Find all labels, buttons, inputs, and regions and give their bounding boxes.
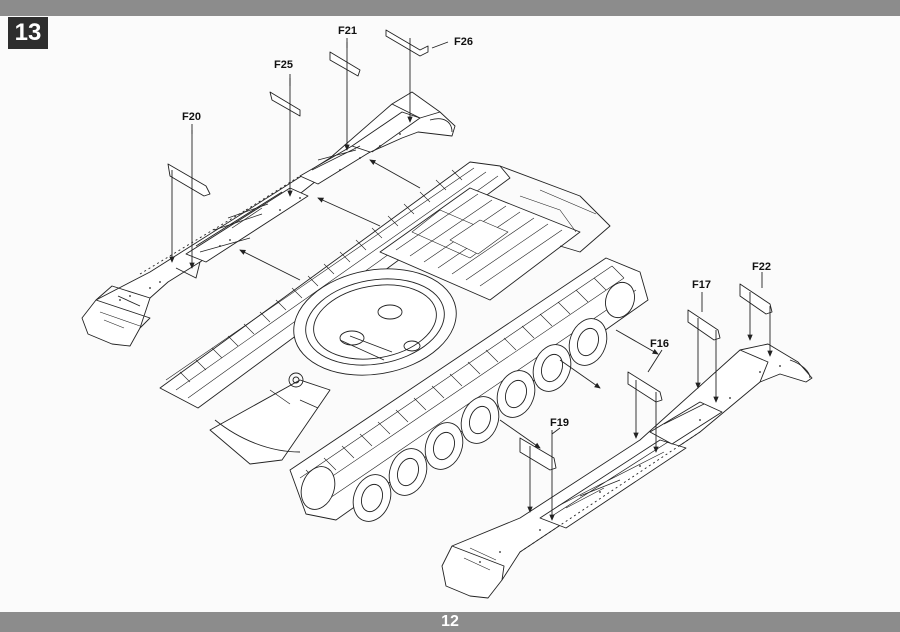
label-f19: F19: [550, 417, 569, 429]
part-f20: [167, 130, 211, 269]
part-f17: [687, 292, 721, 403]
label-f25: F25: [274, 59, 293, 71]
label-f20: F20: [182, 111, 201, 123]
part-f19: [519, 427, 561, 521]
part-f25: [269, 78, 301, 197]
top-bar: [0, 0, 900, 16]
tank-hull: [159, 161, 649, 522]
right-fender: [441, 343, 813, 599]
part-f26: [385, 29, 449, 123]
part-f22: [739, 272, 773, 357]
part-f16: [627, 349, 663, 453]
label-f17: F17: [692, 279, 711, 291]
label-f16: F16: [650, 338, 669, 350]
step-number-badge: 13: [8, 17, 48, 49]
label-f26: F26: [454, 36, 473, 48]
bottom-bar: 12: [0, 612, 900, 632]
page-number: 12: [441, 613, 459, 630]
label-f22: F22: [752, 261, 771, 273]
part-f21: [329, 42, 361, 151]
left-fender: [81, 91, 456, 347]
label-f21: F21: [338, 25, 357, 37]
assembly-diagram: F20 F25 F21 F26 F22 F17 F16 F19: [81, 25, 813, 599]
step-number: 13: [14, 19, 42, 46]
